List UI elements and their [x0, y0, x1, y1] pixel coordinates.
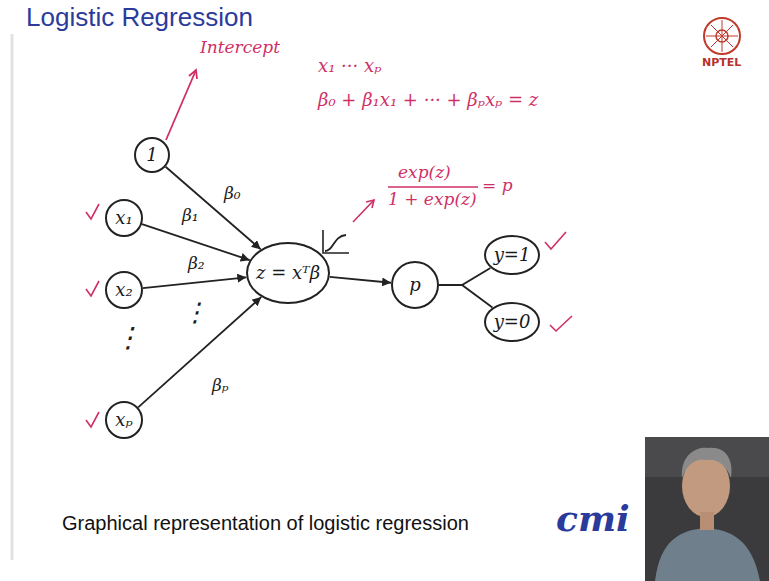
- formula-result: = p: [482, 176, 513, 196]
- node-circle: p: [391, 261, 439, 309]
- linear-predictor: β₀ + β₁x₁ + ··· + βₚxₚ = z: [318, 90, 538, 111]
- weight-label: β₂: [186, 254, 207, 274]
- pointer-head: [366, 200, 374, 208]
- caption: Graphical representation of logistic reg…: [62, 512, 469, 535]
- pointer-head: [189, 70, 197, 79]
- weight-label: β₀: [222, 184, 243, 204]
- logo-text: NPTEL: [702, 57, 741, 70]
- node-text: x₂: [115, 280, 132, 300]
- weight-label: β₁: [180, 206, 201, 226]
- node-text: y=1: [494, 245, 531, 265]
- formula-denominator: 1 + exp(z): [388, 190, 477, 210]
- slide-edge: [11, 34, 14, 560]
- node-text: y=0: [494, 312, 531, 332]
- node-circle: 1: [134, 137, 170, 173]
- connector: [138, 297, 261, 407]
- connector: [143, 277, 246, 288]
- node-text: 1: [146, 145, 157, 165]
- logo-text: cmi: [556, 498, 630, 539]
- slide-title: Logistic Regression: [26, 2, 253, 33]
- node-circle: z = xᵀβ: [246, 242, 330, 304]
- connector: [330, 277, 391, 283]
- node-text: p: [409, 275, 421, 295]
- sigmoid-curve: [325, 235, 346, 251]
- node-text: x₁: [115, 208, 132, 228]
- node-circle: xₚ: [105, 401, 143, 439]
- fraction-bar: [388, 186, 478, 188]
- node-circle: x₁: [105, 199, 143, 237]
- node-text: xₚ: [115, 410, 132, 430]
- check-marks: [86, 204, 572, 427]
- formula-numerator: exp(z): [398, 163, 451, 183]
- node-circle: y=1: [484, 235, 541, 275]
- formula-pointer: [353, 200, 374, 222]
- weight-label: βₚ: [210, 376, 231, 396]
- ellipsis-dots: ⋮: [182, 298, 208, 328]
- intercept-pointer: [166, 70, 196, 140]
- connector: [439, 285, 492, 308]
- node-text: z = xᵀβ: [256, 263, 320, 283]
- connector: [439, 268, 490, 285]
- presenter-video: [645, 437, 769, 581]
- node-circle: x₂: [105, 271, 143, 309]
- node-circle: y=0: [484, 302, 541, 342]
- ellipsis-dots: ⋮: [114, 322, 142, 354]
- nptel-logo: [704, 18, 740, 54]
- sigmoid-axes: [323, 230, 349, 253]
- variable-list: x₁ ··· xₚ: [318, 56, 381, 77]
- annotation: Intercept: [200, 38, 280, 58]
